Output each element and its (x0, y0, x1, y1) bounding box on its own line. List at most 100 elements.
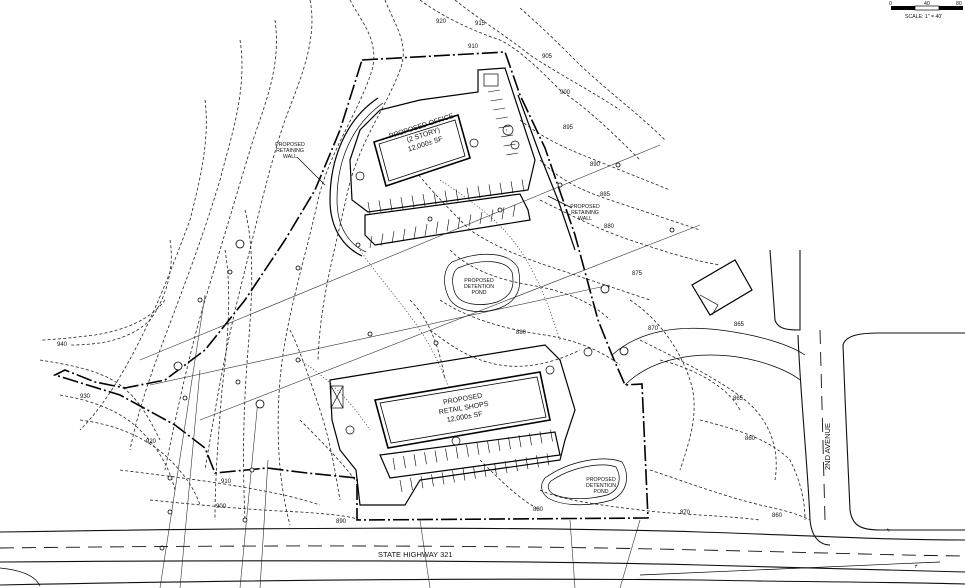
north-parking-lot: ↑ (349, 67, 536, 249)
parking-stall-line (506, 152, 519, 156)
parking-stall-line (424, 223, 428, 237)
parking-stall-line (422, 193, 426, 207)
parking-stall-line (413, 226, 417, 239)
parking-stall-line (539, 431, 543, 444)
contour-label: 880 (516, 330, 527, 336)
parking-stall-line (468, 214, 472, 227)
parking-stall-line (445, 448, 448, 461)
contour-label: 865 (733, 396, 744, 402)
contour-label: 895 (563, 125, 574, 131)
parking-stall-line (499, 182, 503, 195)
turn-arrow-icon: ↱ (914, 564, 918, 570)
contour-label: 890 (590, 162, 601, 168)
contour-label: 870 (648, 326, 659, 332)
parking-stall-line (452, 470, 455, 483)
pond-center-label-1: PROPOSED (464, 278, 494, 284)
contour-label: 915 (475, 21, 486, 27)
parking-stall-line (367, 201, 371, 215)
parking-stall-line (434, 450, 438, 463)
parking-stall-line (402, 228, 406, 241)
parking-stall-line (403, 456, 406, 469)
svg-text:RETAINING: RETAINING (276, 148, 304, 154)
svg-text:↑: ↑ (505, 128, 508, 134)
parking-stall-line (512, 204, 516, 217)
scale-tick-40: 40 (924, 1, 930, 7)
retail-building: PROPOSED RETAIL SHOPS 12,000± SF (373, 371, 551, 449)
parking-stall-line (546, 453, 550, 466)
parking-stall-line (431, 474, 434, 487)
parking-stall-line (462, 468, 466, 481)
parking-stall-line (494, 462, 497, 475)
detention-pond-center: PROPOSED DETENTION POND (444, 253, 521, 312)
parking-stall-line (504, 460, 508, 474)
scale-tick-80: 80 (956, 1, 962, 7)
south-parking-lot (329, 344, 593, 506)
parking-stall-line (529, 433, 532, 446)
pond-center-label-3: POND (472, 290, 487, 296)
property-boundary (52, 51, 649, 521)
contour-label: 885 (600, 192, 611, 198)
retaining-wall-east (517, 94, 576, 251)
contour-label: 940 (57, 342, 68, 348)
parking-stall-line (477, 185, 481, 199)
scale-bar: 0 40 80 SCALE: 1" = 40' (889, 1, 963, 20)
parking-stall-line (483, 464, 487, 477)
parking-stall-line (501, 207, 505, 220)
parking-stall-line (424, 452, 427, 465)
contour-label: 900 (216, 504, 227, 510)
office-building: PROPOSED OFFICE (2 STORY) 12,000± SF (373, 113, 471, 188)
highway-label: STATE HIGHWAY 321 (378, 550, 453, 559)
parking-stall-line (441, 472, 445, 485)
contour-label: 860 (745, 436, 756, 442)
parking-stall-line (479, 211, 483, 225)
parking-stall-line (389, 198, 393, 211)
svg-text:WALL: WALL (578, 216, 592, 222)
contour-label: 930 (80, 394, 91, 400)
parking-stall-line (493, 107, 506, 111)
contour-label: 860 (772, 513, 783, 519)
parking-stall-line (466, 187, 470, 200)
parking-stall-line (466, 444, 469, 457)
contour-label: 865 (734, 322, 745, 328)
retaining-wall-west-label: PROPOSED RETAINING WALL (275, 142, 305, 160)
parking-stall-line (536, 455, 539, 468)
parking-stall-line (487, 89, 501, 93)
parking-stall-line (495, 116, 508, 120)
parking-stall-line (500, 134, 514, 138)
parking-stall-line (487, 440, 490, 453)
parking-stall-line (508, 437, 511, 450)
svg-text:WALL: WALL (283, 154, 297, 160)
contour-label: 910 (221, 479, 232, 485)
pond-south-label-2: DETENTION (586, 483, 616, 489)
parking-stall-line (455, 446, 459, 459)
contour-label: 900 (560, 90, 571, 96)
parking-stall-line (369, 235, 373, 249)
parking-stall-line (400, 197, 404, 210)
parking-stall-line (420, 476, 424, 489)
contour-lines (39, 0, 811, 526)
contour-label: 920 (146, 439, 157, 445)
svg-text:RETAINING: RETAINING (571, 210, 599, 216)
contour-label: 905 (542, 54, 553, 60)
parking-stall-line (444, 190, 448, 203)
pond-south-label-3: POND (594, 489, 609, 495)
parking-stall-line (399, 479, 403, 493)
parking-stall-line (525, 457, 529, 470)
retaining-wall-west (329, 97, 379, 257)
parking-stall-line (521, 179, 525, 192)
parking-stall-line (391, 231, 395, 244)
retaining-wall-east-label: PROPOSED RETAINING WALL (570, 204, 600, 222)
parking-stall-line (446, 219, 450, 232)
parking-stall-line (455, 189, 459, 202)
parking-stall-line (515, 459, 518, 472)
scale-label: SCALE: 1" = 40' (905, 14, 942, 20)
parking-stall-line (488, 184, 492, 197)
parking-stall-line (497, 438, 501, 452)
state-highway-321: STATE HIGHWAY 321 ↰ ↱ (0, 527, 965, 587)
contour-label: 920 (436, 19, 447, 25)
contour-label: 880 (533, 507, 544, 513)
parking-stall-line (433, 192, 437, 205)
parking-stall-line (380, 233, 384, 246)
parking-stall-line (473, 466, 476, 479)
